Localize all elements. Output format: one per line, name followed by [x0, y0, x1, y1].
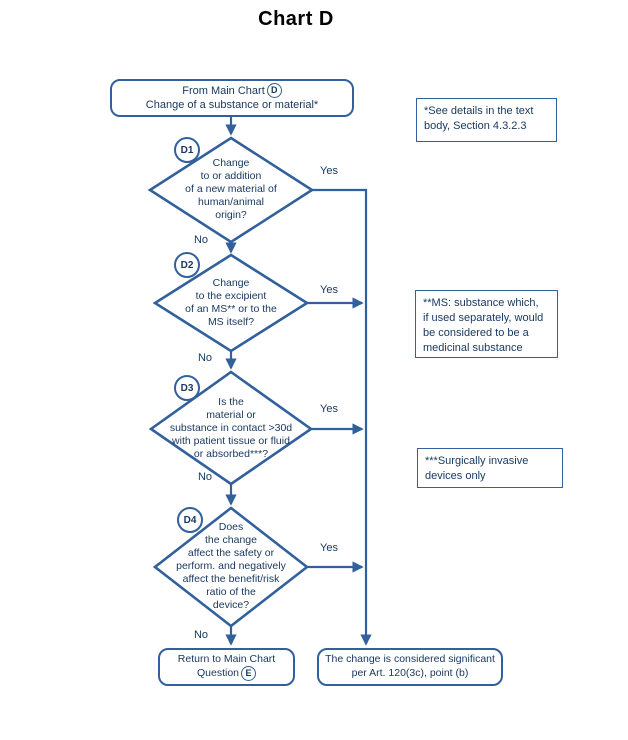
decision-d3-diamond	[148, 370, 314, 486]
decision-d2-diamond	[152, 253, 310, 353]
start-node: From Main Chart D Change of a substance …	[110, 79, 354, 117]
d2-yes-label: Yes	[320, 284, 338, 296]
significant-node-line1: The change is considered significant	[325, 653, 495, 666]
note-ms-definition: **MS: substance which, if used separatel…	[415, 290, 558, 358]
decision-d3-badge: D3	[174, 375, 200, 401]
decision-d1-badge: D1	[174, 137, 200, 163]
significant-node-line2: per Art. 120(3c), point (b)	[351, 667, 469, 679]
d3-yes-label: Yes	[320, 403, 338, 415]
connector-d1-yes-rail	[312, 188, 372, 646]
d4-no-label: No	[193, 629, 209, 641]
d3-no-label: No	[197, 471, 213, 483]
main-chart-d-badge: D	[266, 83, 282, 99]
start-node-line1: From Main Chart	[182, 84, 265, 97]
d2-no-label: No	[197, 352, 213, 364]
start-node-line2: Change of a substance or material*	[145, 99, 319, 112]
main-chart-e-badge: E	[241, 666, 257, 682]
decision-d4-diamond	[152, 506, 310, 628]
d4-yes-label: Yes	[320, 542, 338, 554]
decision-d2-badge: D2	[174, 252, 200, 278]
decision-d1-diamond	[147, 136, 315, 244]
note-surgically-invasive: ***Surgically invasive devices only	[417, 448, 563, 488]
decision-d4-badge: D4	[177, 507, 203, 533]
d1-no-label: No	[193, 234, 209, 246]
end-significant-node: The change is considered significant per…	[317, 648, 503, 686]
return-node-line2: Question	[196, 666, 240, 679]
page-title: Chart D	[258, 8, 334, 30]
note-see-details: *See details in the text body, Section 4…	[416, 98, 557, 142]
end-return-node: Return to Main Chart Question E	[158, 648, 295, 686]
d1-yes-label: Yes	[320, 165, 338, 177]
return-node-line1: Return to Main Chart	[177, 652, 276, 665]
